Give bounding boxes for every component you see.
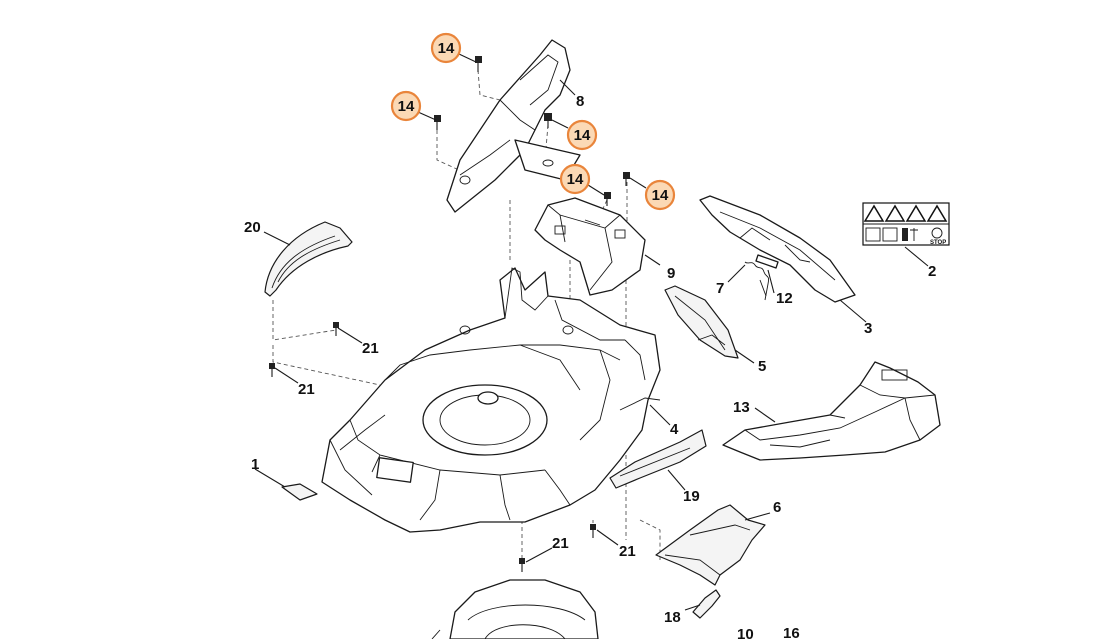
label-part-21-d[interactable]: 21 <box>619 543 636 560</box>
blade-housing <box>431 579 599 639</box>
part-labels: 8 9 20 21 21 1 4 19 5 3 2 7 12 13 6 21 2… <box>244 93 936 639</box>
label-part-10[interactable]: 10 <box>737 626 754 639</box>
label-part-9[interactable]: 9 <box>667 265 675 282</box>
part-12-pin <box>755 254 779 269</box>
callout-14-b[interactable]: 14 <box>390 90 422 122</box>
part-4-rib <box>619 397 661 411</box>
label-part-4[interactable]: 4 <box>670 421 679 438</box>
part-19-front-trim <box>609 429 707 489</box>
callout-14-e-label: 14 <box>652 187 669 204</box>
label-part-8[interactable]: 8 <box>576 93 584 110</box>
callout-14-a[interactable]: 14 <box>430 32 462 64</box>
callout-14-d-label: 14 <box>567 171 584 188</box>
label-part-7[interactable]: 7 <box>716 280 724 297</box>
label-part-21-a[interactable]: 21 <box>362 340 379 357</box>
label-part-12[interactable]: 12 <box>776 290 793 307</box>
part-20-rear-trim <box>264 221 353 297</box>
label-part-19[interactable]: 19 <box>683 488 700 505</box>
part-5-flap <box>664 285 739 359</box>
label-part-21-b[interactable]: 21 <box>298 381 315 398</box>
callout-14-c-label: 14 <box>574 127 591 144</box>
screws <box>269 56 630 572</box>
mower-deck-housing <box>321 267 661 533</box>
callout-14-e[interactable]: 14 <box>644 179 676 211</box>
label-part-21-c[interactable]: 21 <box>552 535 569 552</box>
label-part-18[interactable]: 18 <box>664 609 681 626</box>
part-6-plate <box>655 504 766 586</box>
label-part-3[interactable]: 3 <box>864 320 872 337</box>
part-1-plate <box>281 483 318 501</box>
callout-14-d[interactable]: 14 <box>559 163 591 195</box>
label-part-2[interactable]: 2 <box>928 263 936 280</box>
part-2-warning-decal: STOP <box>862 202 950 246</box>
callout-14-c[interactable]: 14 <box>566 119 598 151</box>
part-9-cover <box>534 197 646 296</box>
label-leaders <box>254 53 929 611</box>
label-part-1[interactable]: 1 <box>251 456 259 473</box>
callout-14-b-label: 14 <box>398 98 415 115</box>
label-part-13[interactable]: 13 <box>733 399 750 416</box>
callout-14-a-label: 14 <box>438 40 455 57</box>
part-13-deflector <box>722 361 941 461</box>
label-part-16[interactable]: 16 <box>783 625 800 639</box>
label-part-5[interactable]: 5 <box>758 358 766 375</box>
part-7-spring <box>744 261 769 301</box>
part-18-bracket <box>692 589 721 619</box>
decal-stop-text: STOP <box>930 240 946 246</box>
part-8-handle-bracket <box>446 39 581 213</box>
label-part-6[interactable]: 6 <box>773 499 781 516</box>
label-part-20[interactable]: 20 <box>244 219 261 236</box>
part-3-rear-cover <box>699 195 856 303</box>
